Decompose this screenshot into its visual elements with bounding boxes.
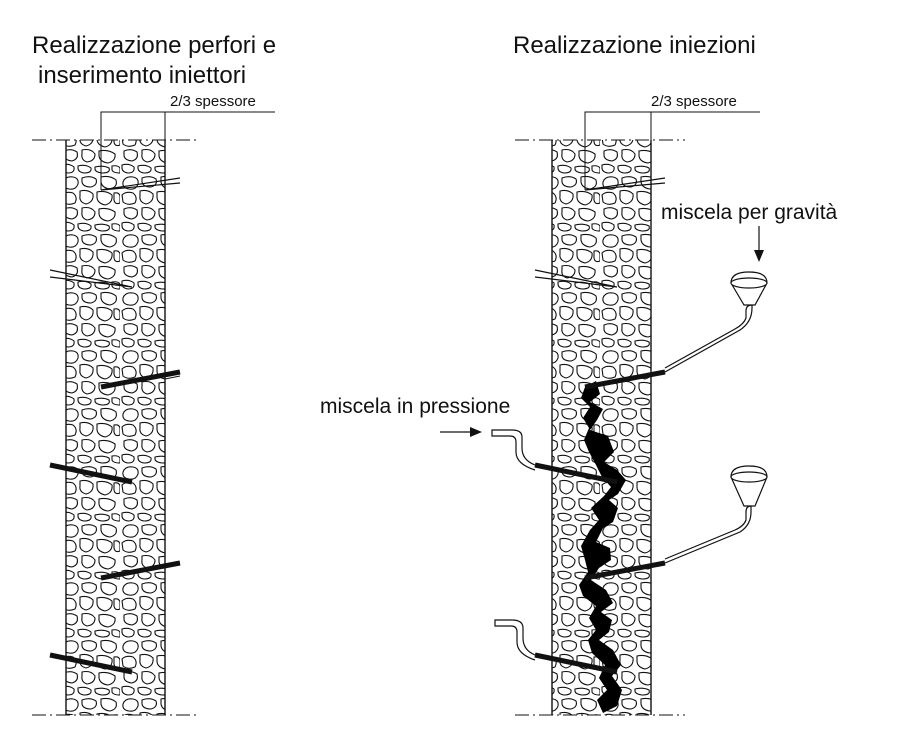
gravity-grout-label: miscela per gravità bbox=[661, 201, 838, 224]
pressure-arrow bbox=[440, 427, 482, 437]
right-title: Realizzazione iniezioni bbox=[513, 32, 756, 59]
right-thickness-label: 2/3 spessore bbox=[651, 93, 737, 110]
gravity-funnel-lower bbox=[664, 465, 768, 564]
left-boreholes bbox=[49, 177, 181, 675]
pressure-grout-label: miscela in pressione bbox=[320, 395, 511, 418]
left-title-line1: Realizzazione perfori e bbox=[32, 32, 277, 59]
gravity-arrow bbox=[754, 226, 764, 262]
gravity-funnel-upper bbox=[664, 271, 768, 373]
left-title-line2: inserimento iniettori bbox=[38, 62, 247, 89]
left-thickness-label: 2/3 spessore bbox=[170, 93, 256, 110]
pressure-tube-upper bbox=[491, 429, 536, 471]
pressure-tube-lower bbox=[494, 619, 536, 661]
right-boreholes bbox=[534, 177, 666, 675]
left-wall bbox=[32, 111, 275, 716]
grout-filled-crack bbox=[579, 381, 626, 713]
right-wall bbox=[515, 111, 760, 716]
